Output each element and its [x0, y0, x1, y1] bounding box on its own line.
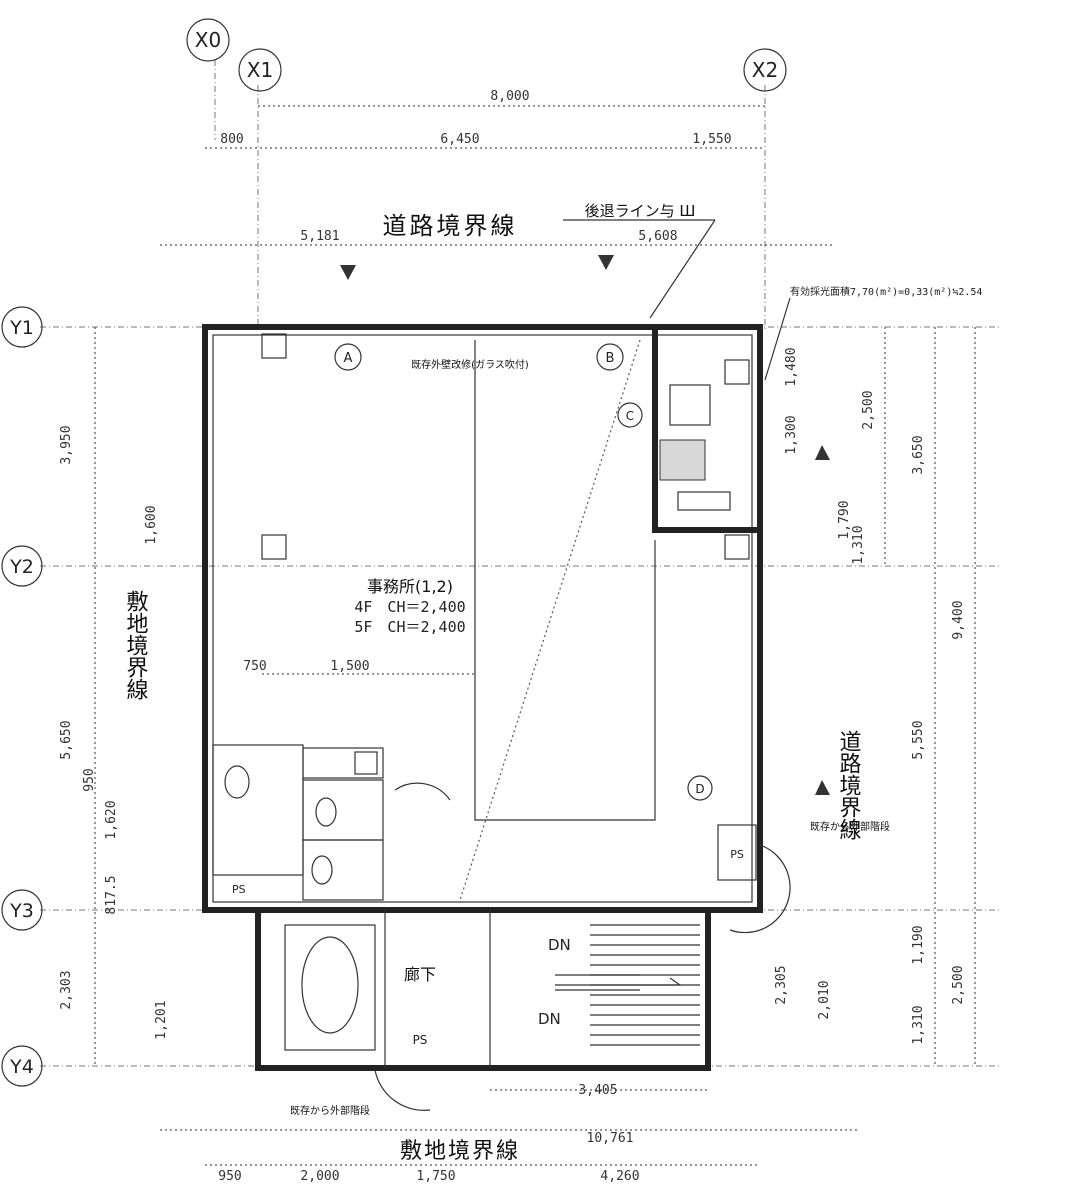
office-name-label: 事務所(1,2): [367, 577, 453, 596]
building-walls: [202, 324, 763, 913]
dim-left-upper: 3,950: [59, 425, 74, 464]
svg-text:A: A: [344, 351, 353, 366]
grid-label-x0: X0: [195, 28, 221, 52]
dim-office-inner: 1,500: [330, 659, 369, 674]
dim-left-offset: 1,600: [144, 505, 159, 544]
dim-top-left: 800: [220, 132, 243, 147]
dim-road-left: 5,181: [300, 229, 339, 244]
marker-b: B: [596, 343, 624, 371]
left-dimensions: 3,950 5,650 2,303 950 1,620 817.5 1,201 …: [59, 327, 169, 1066]
bottom-dimensions: 3,405 10,761 950 2,000 1,750 4,260: [160, 1083, 860, 1184]
grid-bubble-y1: Y1: [1, 306, 43, 348]
dim-left-small-a: 950: [82, 768, 97, 791]
dim-bottom-a: 950: [218, 1169, 241, 1184]
svg-text:C: C: [626, 409, 634, 423]
door-swings: [374, 782, 791, 1111]
dim-left-small-d: 1,201: [154, 1000, 169, 1039]
marker-c: C: [617, 402, 643, 428]
road-boundary-right-label: 道路境界線: [836, 730, 862, 840]
dim-right-total: 9,400: [951, 600, 966, 639]
dim-right-top-c: 2,500: [861, 390, 876, 429]
diagonal-line: [459, 339, 641, 901]
marker-d: D: [687, 775, 713, 801]
dim-right-low-d: 2,500: [951, 965, 966, 1004]
grid-label-x2: X2: [752, 58, 778, 82]
dim-office-inner-b: 750: [243, 659, 266, 674]
top-right-note-leader: [764, 297, 791, 381]
setback-line-label: 後退ライン与 Ш: [585, 202, 696, 220]
dim-right-top-a: 1,480: [784, 347, 799, 386]
dim-left-small-c: 817.5: [104, 875, 119, 914]
stair-dn-upper: DN: [548, 936, 571, 954]
grid-bubble-y3: Y3: [1, 889, 43, 931]
wet-area: PS: [212, 744, 384, 1051]
north-arrows: [340, 255, 830, 795]
grid-bubble-y4: Y4: [1, 1045, 43, 1087]
dim-right-small-a: 1,790: [837, 500, 852, 539]
dim-right-low-a: 2,305: [774, 965, 789, 1004]
grid-bubble-y2: Y2: [1, 545, 43, 587]
dim-bottom-d: 4,260: [600, 1169, 639, 1184]
stair-dn-lower: DN: [538, 1010, 561, 1028]
dim-right-mid: 5,550: [911, 720, 926, 759]
dim-right-top-b: 1,300: [784, 415, 799, 454]
top-dimensions: 8,000 800 6,450 1,550 5,181 5,608: [160, 89, 835, 246]
lower-block-walls: [255, 907, 711, 1071]
office-ch-4f: 4F CH＝2,400: [354, 598, 465, 616]
setback-line-callout: 後退ライン与 Ш: [563, 202, 716, 319]
dim-left-small-b: 1,620: [104, 800, 119, 839]
right-dimensions: 1,480 1,300 2,500 3,650 9,400 5,550 1,79…: [774, 327, 976, 1066]
service-room: PS: [659, 384, 757, 881]
dim-bottom-c: 1,750: [416, 1169, 455, 1184]
dim-top-total: 8,000: [490, 89, 529, 104]
dim-stair-width: 3,405: [578, 1083, 617, 1098]
dim-right-low-c: 1,310: [911, 1005, 926, 1044]
dim-left-bottom: 2,303: [59, 970, 74, 1009]
grid-lines: [40, 60, 1000, 1067]
dim-right-small-b: 1,310: [851, 525, 866, 564]
right-stair-note: 既存から外部階段: [810, 820, 890, 833]
grid-label-x1: X1: [247, 58, 273, 82]
office-ch-5f: 5F CH＝2,400: [354, 618, 465, 636]
svg-text:B: B: [606, 351, 615, 366]
grid-bubble-x0: X0: [186, 18, 230, 62]
grid-label-y4: Y4: [9, 1056, 34, 1078]
top-right-note: 有効採光面積7,70(m²)=0,33(m²)≒2.54: [790, 285, 982, 298]
grid-bubble-x1: X1: [238, 48, 282, 92]
road-boundary-top-label: 道路境界線: [383, 212, 518, 240]
window-note: 既存外壁改修(ガラス吹付): [411, 358, 529, 371]
bottom-stair-note: 既存から外部階段: [290, 1104, 370, 1117]
svg-text:D: D: [695, 782, 704, 796]
ps-label-lower: PS: [413, 1033, 428, 1047]
grid-label-y1: Y1: [9, 317, 34, 339]
stair-treads: [555, 924, 700, 1046]
hall-label: 廊下: [404, 965, 436, 984]
grid-label-y2: Y2: [9, 556, 34, 578]
dim-left-lower: 5,650: [59, 720, 74, 759]
site-boundary-bottom-label: 敷地境界線: [400, 1139, 520, 1164]
dim-right-low-b: 1,190: [911, 925, 926, 964]
dim-top-mid: 6,450: [440, 132, 479, 147]
dim-bottom-b: 2,000: [300, 1169, 339, 1184]
dim-top-right: 1,550: [692, 132, 731, 147]
dim-bottom-total: 10,761: [587, 1131, 634, 1146]
dim-right-upper: 3,650: [911, 435, 926, 474]
ps-label-right: PS: [730, 848, 744, 861]
grid-bubble-x2: X2: [743, 48, 787, 92]
marker-a: A: [334, 343, 362, 371]
dim-right-low-e: 2,010: [817, 980, 832, 1019]
ps-label-upper: PS: [232, 883, 246, 896]
grid-label-y3: Y3: [9, 900, 34, 922]
dim-road-right: 5,608: [638, 229, 677, 244]
site-boundary-left-label: 敷地境界線: [123, 590, 149, 700]
